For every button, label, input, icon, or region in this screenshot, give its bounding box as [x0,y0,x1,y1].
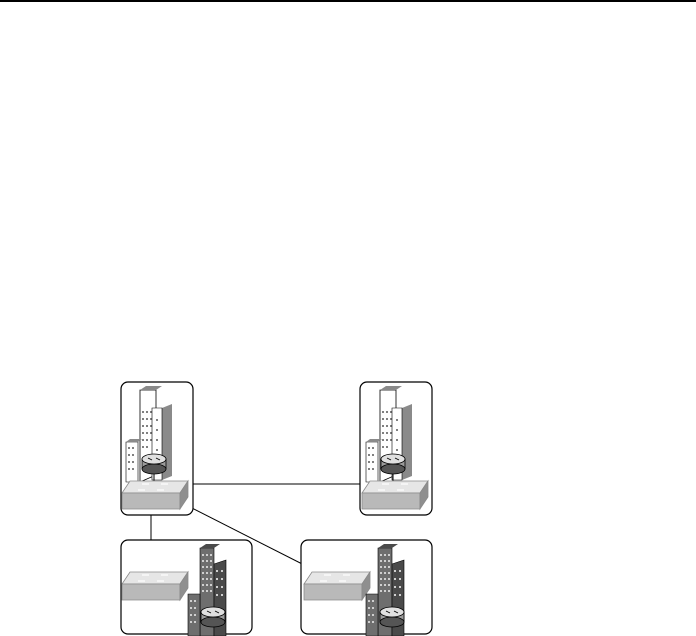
site-top-left [120,381,194,516]
router-icon [380,453,406,475]
site-bottom-left [120,539,253,636]
router-icon [141,453,167,475]
site-bottom-right [300,539,433,636]
switch-icon [361,480,429,510]
switch-icon [121,480,189,510]
router-icon [200,606,226,628]
switch-icon [303,571,371,601]
router-icon [379,606,405,628]
link-top-left-to-bottom-right [185,504,319,573]
page-top-rule [0,0,696,2]
site-top-right [359,381,433,516]
switch-icon [121,571,189,601]
